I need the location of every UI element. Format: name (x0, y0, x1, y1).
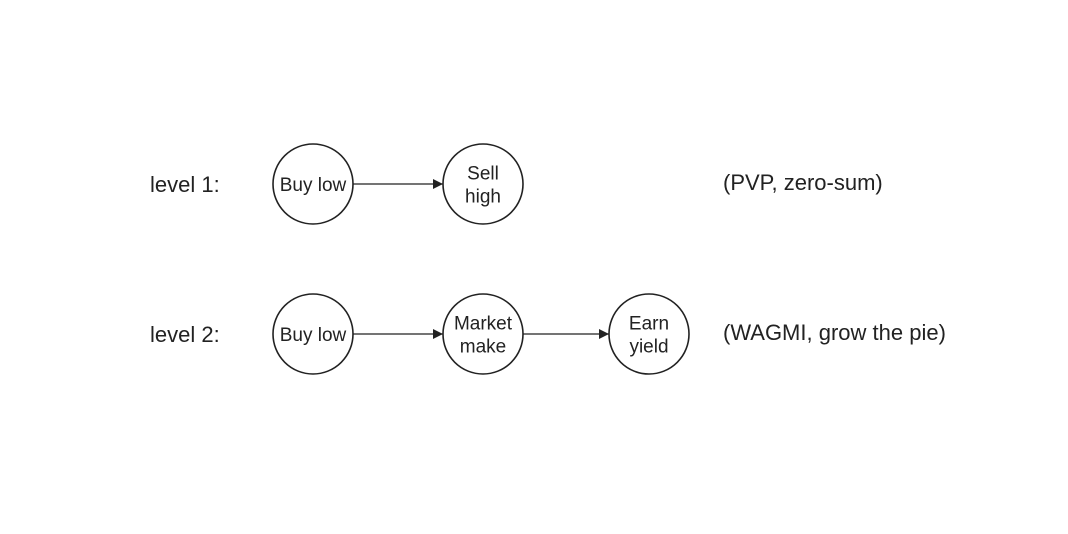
node-label: yield (629, 337, 668, 358)
node-label: Market (454, 314, 513, 335)
row-note: (WAGMI, grow the pie) (723, 320, 946, 345)
row-label: level 2: (150, 322, 220, 347)
node-label: Buy low (280, 175, 347, 196)
node-label: Sell (467, 164, 499, 185)
node-circle (272, 143, 354, 225)
node-circle (608, 293, 690, 375)
node-label: Earn (629, 314, 669, 335)
node-buy-low-2: Buy low (272, 293, 354, 375)
row-note: (PVP, zero-sum) (723, 170, 883, 195)
node-label: high (465, 187, 501, 208)
node-circle (442, 143, 524, 225)
node-circle (442, 293, 524, 375)
node-buy-low-1: Buy low (272, 143, 354, 225)
node-label: make (460, 337, 506, 358)
node-label: Buy low (280, 325, 347, 346)
row-label: level 1: (150, 172, 220, 197)
node-circle (272, 293, 354, 375)
